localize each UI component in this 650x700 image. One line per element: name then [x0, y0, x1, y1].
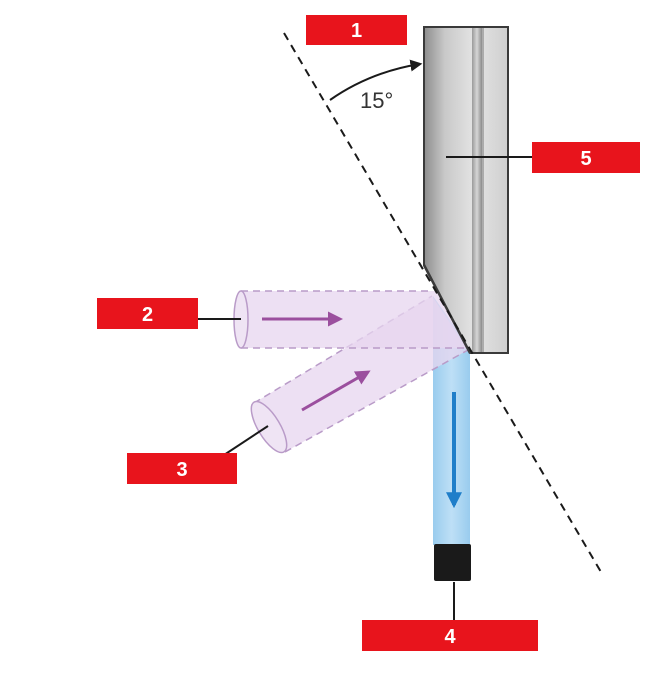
label-5-text: 5	[580, 148, 591, 170]
label-3: 3	[127, 453, 237, 484]
label-2-text: 2	[142, 304, 153, 326]
angle-indicator: 15°	[329, 59, 423, 113]
detector-icon	[434, 544, 471, 581]
label-5: 5	[532, 142, 640, 173]
label-1: 1	[306, 15, 407, 45]
label-4-text: 4	[444, 626, 456, 648]
label-1-text: 1	[351, 20, 362, 42]
crystal-block	[422, 26, 509, 354]
label-4: 4	[362, 620, 538, 651]
label-2: 2	[97, 298, 198, 329]
angle-label: 15°	[360, 88, 393, 113]
leader-lines	[198, 156, 532, 620]
label-3-text: 3	[176, 459, 187, 481]
incident-arrow-icon	[301, 370, 371, 412]
dashed-reference-line	[283, 32, 602, 573]
incident-beam-2	[233, 290, 468, 349]
